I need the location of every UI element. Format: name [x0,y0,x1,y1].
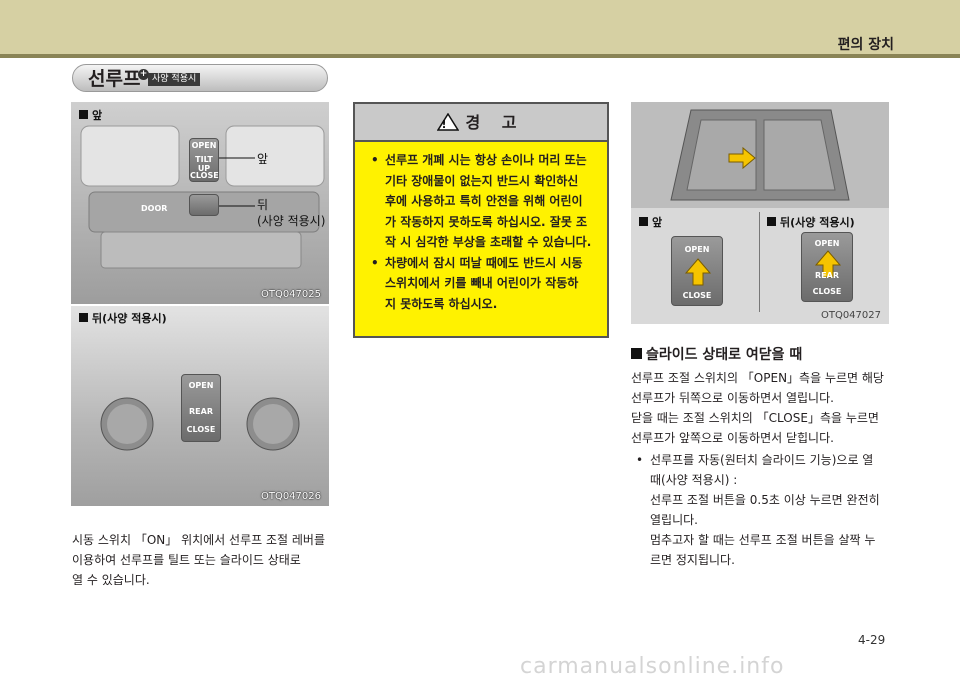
front-switch-closeup: OPEN CLOSE [671,236,723,306]
bullet-line: 때(사양 적용시) : [650,473,738,487]
rear-label: REAR [189,407,213,416]
bullet-line: 선루프를 자동(원터치 슬라이드 기능)으로 열 [650,453,874,467]
bullet-item: • 선루프를 자동(원터치 슬라이드 기능)으로 열 때(사양 적용시) : 선… [636,450,880,570]
rear-sunroof-switch [189,194,219,216]
warning-title: 경 고 [465,113,525,132]
rear-label: REAR [815,271,839,280]
callout-rear: 뒤 [257,198,269,212]
warning-triangle-icon: ! [437,112,460,131]
section-title: 편의 장치 [837,37,894,53]
bullet-line: 선루프 조절 버튼을 0.5초 이상 누르면 완전히 [650,493,880,507]
rear-switch-closeup: OPEN REAR CLOSE [801,232,853,302]
paragraph-line: 열 수 있습니다. [72,573,150,587]
overhead-console-photo: OPEN TILT UP CLOSE DOOR 앞 앞 뒤 (사양 적용시) O… [71,102,329,304]
svg-text:!: ! [442,118,455,131]
open-label: OPEN [188,381,214,390]
callout-front: 앞 [257,152,269,166]
close-label: CLOSE [812,287,842,296]
paragraph-line: 시동 스위치 「ON」 위치에서 선루프 조절 레버를 [72,533,325,547]
sunroof-top-illustration [631,102,889,208]
sub-heading: 슬라이드 상태로 여닫을 때 [631,344,802,364]
warning-item: 차량에서 잠시 떠날 때에도 반드시 시동 스위치에서 키를 빼내 어린이가 작… [369,253,599,315]
bullet-line: 열립니다. [650,513,698,527]
front-sunroof-switch: OPEN TILT UP CLOSE [189,138,219,182]
warning-list: 선루프 개폐 시는 항상 손이나 머리 또는 기타 장애물이 없는지 반드시 확… [355,142,607,314]
rear-console-photo: OPEN REAR CLOSE 뒤(사양 적용시) OTQ047026 [71,306,329,506]
close-label: CLOSE [186,425,216,434]
arrow-up-icon [814,250,842,278]
close-label: CLOSE [682,291,712,300]
plus-icon: + [138,69,149,80]
photo-label-front: 앞 [639,214,662,230]
heading-pill [72,64,328,92]
warning-box: ! 경 고 선루프 개폐 시는 항상 손이나 머리 또는 기타 장애물이 없는지… [353,102,609,338]
paragraph-line: 닫을 때는 조절 스위치의 「CLOSE」측을 누르면 [631,411,879,425]
page-header-band [0,0,960,56]
bullet-dot: • [636,453,644,467]
paragraph-line: 이용하여 선루프를 틸트 또는 슬라이드 상태로 [72,553,301,567]
close-label: CLOSE [190,171,219,180]
photo-label-rear: 뒤(사양 적용시) [767,214,855,230]
paragraph-line: 선루프 조절 스위치의 「OPEN」측을 누르면 해당 [631,371,884,385]
warning-header: ! 경 고 [355,104,607,142]
sunroof-slide-photo: 앞 뒤(사양 적용시) OPEN CLOSE OPEN REAR CLOSE O… [631,102,889,324]
divider [759,212,760,312]
callout-lines [219,157,255,207]
option-tag: 사양 적용시 [148,73,201,86]
image-code: OTQ047027 [820,310,881,321]
tilt-up-label: TILT UP [195,155,213,173]
open-label: OPEN [814,239,840,248]
warning-item: 선루프 개폐 시는 항상 손이나 머리 또는 기타 장애물이 없는지 반드시 확… [369,150,599,253]
callout-rear-note: (사양 적용시) [257,214,326,228]
paragraph-line: 선루프가 뒤쪽으로 이동하면서 열립니다. [631,391,834,405]
open-label: OPEN [191,141,217,150]
image-code: OTQ047025 [260,289,321,300]
paragraph-line: 선루프가 앞쪽으로 이동하면서 닫힙니다. [631,431,834,445]
page-title: 선루프 [88,68,141,90]
photo-label-rear: 뒤(사양 적용시) [79,310,167,326]
right-paragraph: 선루프 조절 스위치의 「OPEN」측을 누르면 해당 선루프가 뒤쪽으로 이동… [631,368,884,448]
watermark: carmanualsonline.info [520,654,785,679]
door-label: DOOR [141,204,168,213]
bullet-line: 멈추고자 할 때는 선루프 조절 버튼을 살짝 누 [650,533,876,547]
photo-label-front: 앞 [79,107,102,123]
open-label: OPEN [684,245,710,254]
left-paragraph: 시동 스위치 「ON」 위치에서 선루프 조절 레버를 이용하여 선루프를 틸트… [72,530,325,590]
header-rule [0,54,960,58]
arrow-up-icon [684,258,712,286]
page-number: 4-29 [858,633,886,647]
rear-console-illustration [100,397,300,451]
rear-roof-switch: OPEN REAR CLOSE [181,374,221,442]
image-code: OTQ047026 [260,491,321,502]
bullet-line: 르면 정지됩니다. [650,553,735,567]
